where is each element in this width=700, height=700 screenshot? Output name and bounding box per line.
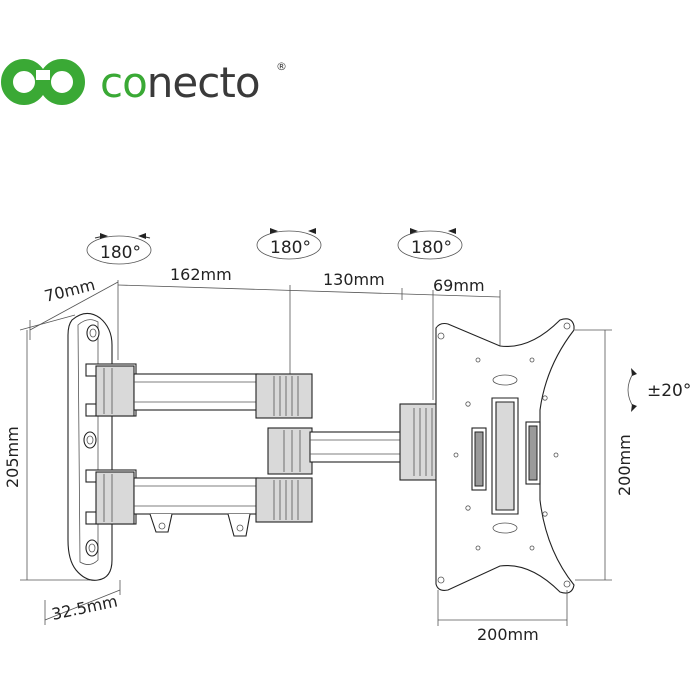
vesa-height-dimension: 200mm [575, 329, 634, 581]
tilt-label: ±20° [647, 381, 691, 401]
upper-arm [85, 363, 313, 419]
second-arm-bar [309, 431, 403, 463]
middle-joint [267, 427, 313, 475]
rotation-label-3: 180° [411, 238, 452, 258]
logo-gap [36, 70, 50, 80]
logo-mark-icon [1, 59, 85, 105]
brand-name-accent: co [100, 58, 147, 107]
plate-bottom-slot [492, 522, 518, 534]
wall-height-dimension: 205mm [3, 314, 90, 581]
rotation-indicator-1: 180° [86, 233, 152, 265]
upper-arm-bar [133, 373, 259, 411]
lower-arm-joint [255, 477, 313, 523]
vesa-width-dimension: 200mm [437, 590, 568, 644]
brand-name-rest: necto [147, 58, 260, 107]
rotation-label-1: 180° [100, 243, 141, 263]
rotation-label-2: 180° [270, 238, 311, 258]
dim-arm2: 130mm [323, 270, 385, 289]
rotation-indicator-2: 180° [256, 228, 322, 260]
lower-arm [85, 469, 313, 537]
tilt-indicator: ±20° [627, 368, 691, 412]
upper-arm-joint [255, 373, 313, 419]
dim-wall-thickness: 32.5mm [50, 591, 119, 623]
wall-thickness-dimension: 32.5mm [44, 580, 121, 625]
vesa-plate [435, 318, 575, 594]
dim-arm1: 162mm [170, 265, 232, 284]
top-dimension-line: 162mm 130mm 69mm [117, 265, 501, 400]
brand-name: conecto [100, 58, 260, 107]
dim-wall-height: 205mm [3, 426, 22, 488]
screw-hole-top [86, 324, 100, 342]
wall-plate [67, 312, 113, 581]
registered-mark: ® [276, 60, 287, 73]
rotation-indicator-3: 180° [397, 228, 463, 260]
lower-arm-bar [133, 477, 259, 515]
dim-vesa-width: 200mm [477, 625, 539, 644]
screw-hole-middle [83, 431, 97, 449]
dim-plate-offset: 69mm [433, 276, 485, 295]
brand-logo: conecto ® [1, 58, 287, 107]
screw-hole-bottom [85, 539, 99, 557]
lower-arm-hinge [95, 471, 135, 525]
dim-wall-depth: 70mm [42, 275, 97, 306]
upper-arm-hinge [95, 365, 135, 417]
dim-vesa-height: 200mm [615, 434, 634, 496]
plate-top-slot [492, 374, 518, 386]
